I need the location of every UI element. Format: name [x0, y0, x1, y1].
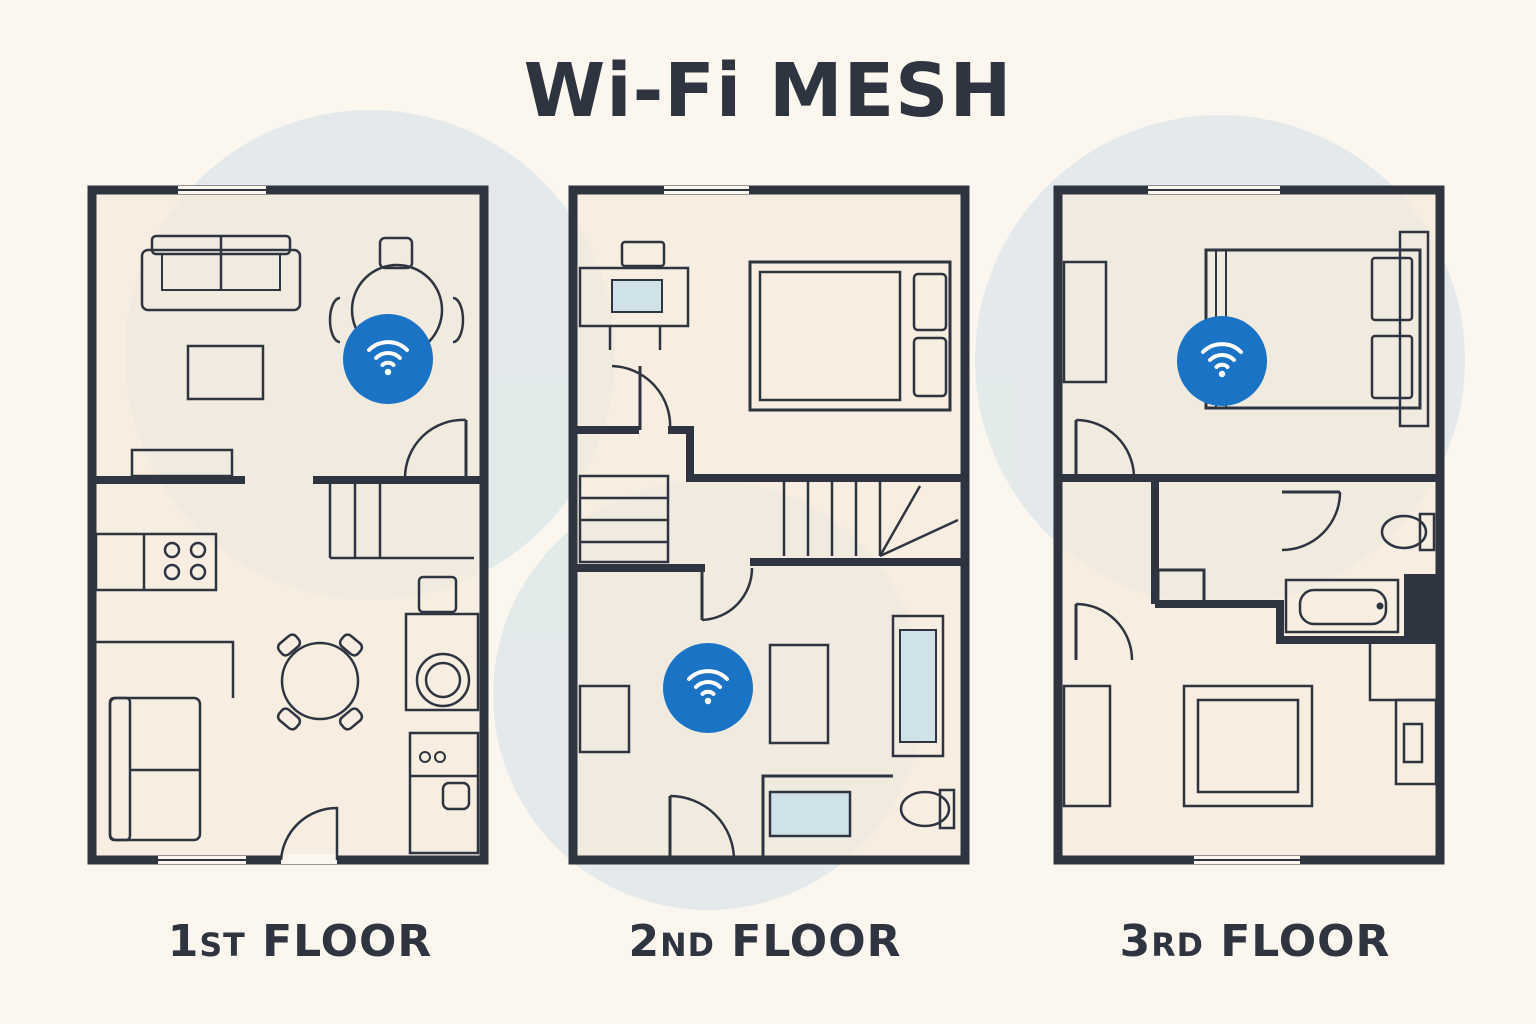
floor-2-plan	[568, 185, 970, 865]
floor-label-3: 3RD FLOOR	[1119, 916, 1391, 967]
access-point-floor-1	[343, 314, 433, 404]
access-point-floor-3	[1177, 316, 1267, 406]
floor-1-plan	[87, 185, 489, 865]
page-title: Wi-Fi MESH	[523, 48, 1013, 134]
access-point-floor-2	[663, 643, 753, 733]
floor-label-2: 2ND FLOOR	[628, 916, 902, 967]
floor-3-plan	[1053, 185, 1445, 865]
floor-label-1: 1ST FLOOR	[167, 916, 433, 967]
